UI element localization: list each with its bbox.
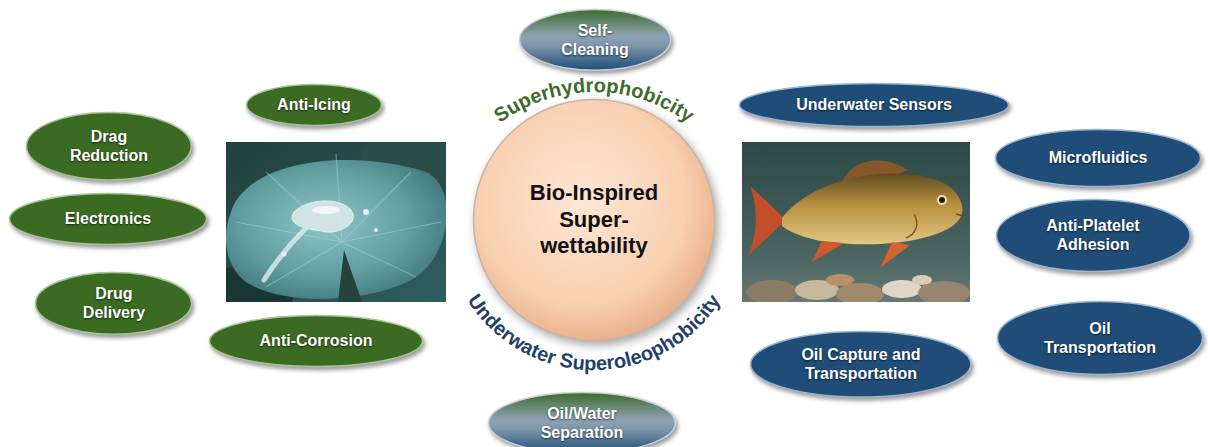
node-text-block: Oil Capture and Transportation	[798, 345, 923, 383]
photo-part	[748, 186, 786, 256]
application-oval: Underwater Sensors	[738, 82, 1010, 128]
node-text-block: Electronics	[65, 209, 151, 228]
application-oval: Anti-Icing	[245, 83, 383, 127]
oval-shape	[749, 330, 972, 398]
application-label: Drag Reduction	[61, 127, 156, 165]
application-label: Oil Transportation	[1038, 319, 1163, 357]
node-text-block: Drug Delivery	[74, 284, 154, 322]
photo-part	[264, 228, 306, 280]
shape-outline	[996, 199, 1190, 271]
node-text-block: Self-Cleaning	[557, 21, 632, 59]
arc-label: Superhydrophobicity	[490, 74, 699, 127]
photo-part	[374, 228, 378, 232]
photo-part	[342, 172, 411, 242]
oval-shape	[518, 8, 672, 72]
shape-outline	[998, 302, 1203, 375]
photo-part	[746, 280, 798, 302]
application-label: Underwater Sensors	[796, 95, 952, 114]
application-oval: Anti-Corrosion	[208, 314, 424, 368]
application-oval: Oil Capture and Transportation	[749, 330, 972, 398]
node-text-block: Anti-Corrosion	[260, 331, 373, 350]
shape-outline	[247, 85, 382, 126]
application-label: Oil Capture and Transportation	[798, 345, 923, 383]
node-text-block: Anti-Platelet Adhesion	[1033, 216, 1153, 254]
shape-outline	[996, 130, 1201, 187]
photo-part	[236, 154, 441, 287]
application-oval: Oil Transportation	[996, 300, 1204, 376]
node-text-block: Underwater Sensors	[796, 95, 952, 114]
photo-part	[880, 242, 910, 268]
application-oval: Oil/Water Separation	[487, 391, 677, 447]
shape-outline	[489, 392, 676, 447]
photo-part	[826, 274, 854, 286]
oval-shape	[995, 198, 1192, 273]
photo-part	[906, 214, 917, 238]
node-text-block: Oil/Water Separation	[534, 404, 629, 442]
photo-part	[812, 241, 844, 262]
photo-part	[836, 283, 884, 302]
photo-part	[342, 242, 416, 277]
photo-part	[912, 275, 932, 285]
shape-outline	[519, 10, 670, 71]
application-label: Anti-Corrosion	[260, 331, 373, 350]
application-oval: Electronics	[8, 192, 208, 246]
application-oval: Self-Cleaning	[518, 8, 672, 72]
application-oval: Drug Delivery	[34, 271, 193, 336]
node-text-block: Drag Reduction	[61, 127, 156, 165]
application-label: Anti-Platelet Adhesion	[1033, 216, 1153, 254]
application-label: Microfluidics	[1049, 148, 1148, 167]
shape-outline	[474, 100, 715, 341]
shape-outline	[36, 272, 192, 334]
oval-shape	[34, 271, 193, 336]
node-text-block: Anti-Icing	[277, 95, 351, 114]
shape-outline	[740, 84, 1009, 127]
node-text-block: Oil Transportation	[1038, 319, 1163, 357]
photo-part	[937, 195, 947, 205]
photo-part	[226, 160, 446, 299]
node-text-block: Microfluidics	[1049, 148, 1148, 167]
application-label: Electronics	[65, 209, 151, 228]
photo-part	[956, 214, 964, 216]
photo-part	[312, 206, 340, 214]
shape-outline	[751, 331, 971, 396]
node-text-block: Bio-Inspired Super-wettability	[519, 180, 669, 259]
application-label: Anti-Icing	[277, 95, 351, 114]
application-label: Oil/Water Separation	[534, 404, 629, 442]
application-oval: Drag Reduction	[25, 111, 193, 181]
oval-shape	[25, 111, 193, 181]
photo-part	[782, 173, 962, 244]
shape-outline	[27, 112, 192, 179]
application-label: Drug Delivery	[74, 284, 154, 322]
photo-part	[939, 197, 945, 203]
center-title: Bio-Inspired Super-wettability	[519, 180, 669, 259]
arc-label: Underwater Superoleophobicity	[464, 289, 725, 374]
photo-part	[292, 201, 353, 232]
shape-outline	[10, 194, 207, 245]
application-label: Self-Cleaning	[557, 21, 632, 59]
photo-part	[338, 250, 362, 302]
application-oval: Anti-Platelet Adhesion	[995, 198, 1192, 273]
application-oval: Microfluidics	[994, 128, 1202, 188]
photo-part	[282, 252, 287, 257]
center-circle: Bio-Inspired Super-wettability	[472, 98, 716, 342]
photo-part	[363, 209, 369, 215]
lotus-photo	[226, 142, 446, 302]
carp-photo	[742, 142, 970, 302]
photo-part	[742, 142, 970, 302]
photo-part	[342, 222, 441, 242]
shape-outline	[210, 316, 423, 367]
oval-shape	[996, 300, 1204, 376]
